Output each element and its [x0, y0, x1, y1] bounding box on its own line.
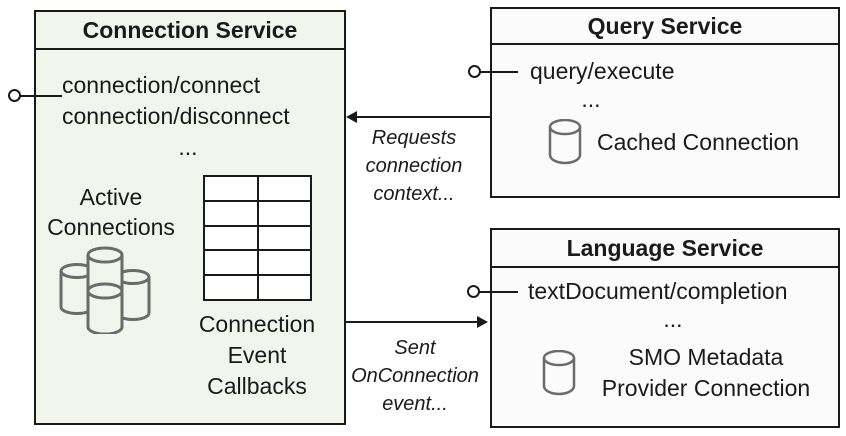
requests-arrow-label: Requests connection context... [365, 127, 463, 205]
active-connections-label: Active Connections [47, 184, 175, 240]
table-cell [205, 177, 257, 200]
interface-lollipop [468, 65, 481, 78]
table-cell [205, 226, 257, 250]
language-service-title: Language Service [492, 230, 838, 268]
sent-arrow-label: Sent OnConnection event... [351, 337, 479, 415]
callbacks-label: Connection Event Callbacks [198, 311, 316, 399]
method-label: textDocument/completion [528, 278, 788, 304]
callback-table [203, 175, 312, 301]
cached-connection-label: Cached Connection [597, 128, 800, 155]
method-label: query/execute [530, 58, 675, 84]
ellipsis-label: ... [178, 134, 198, 160]
sent-arrow-line [346, 321, 479, 323]
interface-line [479, 291, 518, 293]
connection-service-title: Connection Service [36, 12, 344, 50]
interface-line [19, 95, 62, 97]
database-icon [542, 350, 576, 396]
query-service-title: Query Service [492, 9, 838, 45]
connection-service-methods: connection/connect connection/disconnect… [62, 70, 314, 163]
table-cell [205, 251, 257, 275]
table-cell [258, 201, 310, 225]
ellipsis-label: ... [581, 86, 601, 112]
language-service-methods: textDocument/completion ... [528, 276, 818, 331]
database-cluster-icon [56, 242, 154, 334]
table-cell [258, 251, 310, 275]
interface-lollipop [8, 89, 21, 102]
interface-lollipop [467, 285, 480, 298]
cached-connection-row: Cached Connection [548, 119, 799, 165]
requests-arrow-line [355, 116, 490, 118]
language-service-box: Language Service textDocument/completion… [490, 228, 840, 428]
requests-arrowhead-icon [346, 111, 357, 123]
table-cell [258, 276, 310, 299]
sent-arrowhead-icon [477, 316, 488, 328]
smo-connection-row: SMO Metadata Provider Connection [542, 342, 822, 404]
table-cell [258, 177, 310, 200]
connection-service-box: Connection Service connection/connect co… [34, 10, 346, 425]
ellipsis-label: ... [663, 306, 683, 332]
method-label: connection/disconnect [62, 103, 290, 129]
table-cell [258, 226, 310, 250]
method-label: connection/connect [62, 72, 261, 98]
query-service-methods: query/execute ... [530, 56, 675, 112]
interface-line [480, 71, 518, 73]
table-cell [205, 201, 257, 225]
database-icon [548, 119, 582, 165]
table-cell [205, 276, 257, 299]
query-service-box: Query Service query/execute ... Cached C… [490, 7, 840, 198]
smo-connection-label: SMO Metadata Provider Connection [601, 344, 811, 401]
